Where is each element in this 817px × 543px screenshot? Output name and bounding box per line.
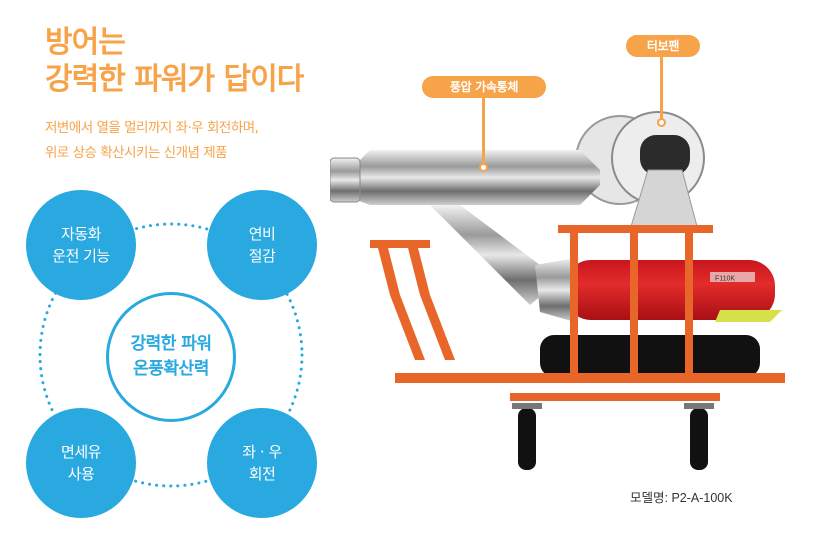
feature-tax-free-oil: 면세유 사용 [26,408,136,518]
orange-frame-icon [370,225,785,401]
heater-machine-illustration: F110K [330,111,785,470]
feature-tax-free-oil-line-2: 사용 [67,465,95,483]
callout-duct-leader [482,98,485,166]
feature-fuel-efficiency: 연비 절감 [207,190,317,300]
callout-turbo-fan-leader [660,57,663,121]
feature-automation-line-1: 자동화 [61,225,101,243]
subtext-line-2: 위로 상승 확산시키는 신개념 제품 [45,145,228,161]
dotted-ring-icon [38,222,304,488]
feature-rotation-line-2: 회전 [248,465,276,483]
callout-turbo-fan: 터보팬 [626,35,700,57]
svg-text:F110K: F110K [715,276,735,283]
subtext-line-1: 저변에서 열을 멀리까지 좌·우 회전하며, [45,120,259,136]
center-line-2: 온풍확산력 [133,359,209,379]
feature-diagram: 자동화 운전 기능 연비 절감 면세유 사용 좌 · 우 회전 강력한 파워 온… [0,190,340,530]
feature-tax-free-oil-line-1: 면세유 [61,443,101,461]
feature-fuel-efficiency-line-1: 연비 [248,225,276,243]
center-circle: 강력한 파워 온풍확산력 [106,292,236,422]
feature-automation-line-2: 운전 기능 [52,247,110,265]
callout-turbo-fan-dot-icon [657,118,666,127]
center-line-1: 강력한 파워 [130,334,212,354]
callout-turbo-fan-label: 터보팬 [646,39,680,53]
callout-duct-dot-icon [479,163,488,172]
duct-icon [330,150,600,205]
feature-automation: 자동화 운전 기능 [26,190,136,300]
wheel-icon [512,403,714,470]
callout-duct-label: 풍압 가속통체 [449,80,519,94]
fuel-tank-icon [540,335,760,377]
callout-duct: 풍압 가속통체 [422,76,546,98]
feature-rotation-line-1: 좌 · 우 [242,443,282,461]
headline-line-2: 강력한 파워가 답이다 [45,62,304,97]
headline-line-1: 방어는 [45,25,126,60]
model-name: 모델명: P2-A-100K [630,491,733,505]
subtext: 저변에서 열을 멀리까지 좌·우 회전하며, 위로 상승 확산시키는 신개념 제… [45,116,259,166]
headline: 방어는 강력한 파워가 답이다 [45,24,304,98]
feature-rotation: 좌 · 우 회전 [207,408,317,518]
feature-fuel-efficiency-line-2: 절감 [248,247,276,265]
